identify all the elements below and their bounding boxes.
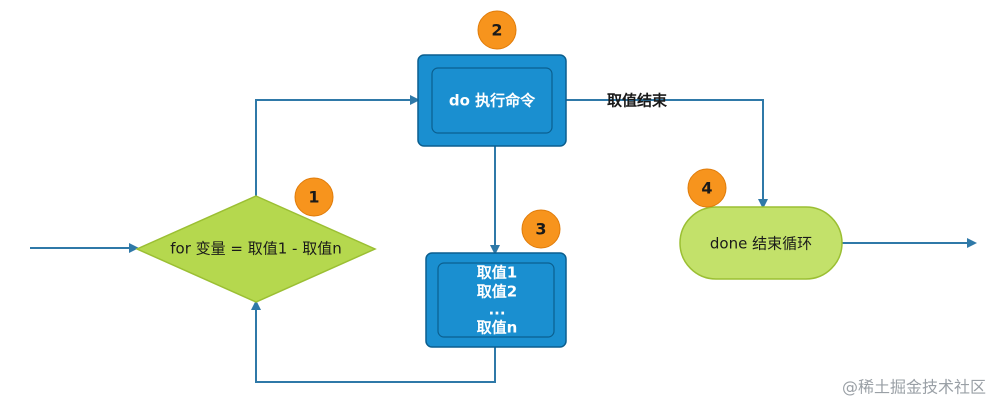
step-badge-3	[521, 209, 561, 249]
values-done-arrow	[566, 99, 768, 209]
value-line-1: 取值1	[477, 264, 517, 282]
end-label: done 结束循环	[710, 235, 812, 253]
decision-to-command-arrow	[255, 95, 420, 196]
step-badge-1-label: 1	[308, 188, 319, 207]
command-box	[417, 54, 567, 147]
value-line-3: ...	[488, 301, 505, 319]
step-badge-2-label: 2	[491, 21, 502, 40]
loop-header-label: for 变量 = 取值1 - 取值n	[170, 240, 342, 258]
values-box	[425, 252, 567, 348]
step-badge-4	[687, 168, 727, 208]
values-box-inner	[437, 262, 555, 338]
command-box-inner	[431, 67, 553, 134]
watermark: @稀土掘金技术社区	[842, 378, 986, 397]
values-done-label: 取值结束	[607, 92, 668, 110]
step-badge-1	[294, 177, 334, 217]
step-badge-4-label: 4	[701, 179, 712, 198]
values-to-decision-arrow	[251, 300, 496, 383]
value-line-2: 取值2	[477, 283, 517, 301]
value-line-4: 取值n	[477, 319, 518, 337]
step-badge-2	[477, 10, 517, 50]
step-badge-3-label: 3	[535, 220, 546, 239]
end-terminator	[679, 206, 843, 280]
command-label: do 执行命令	[449, 92, 536, 110]
loop-header-diamond	[135, 195, 377, 303]
